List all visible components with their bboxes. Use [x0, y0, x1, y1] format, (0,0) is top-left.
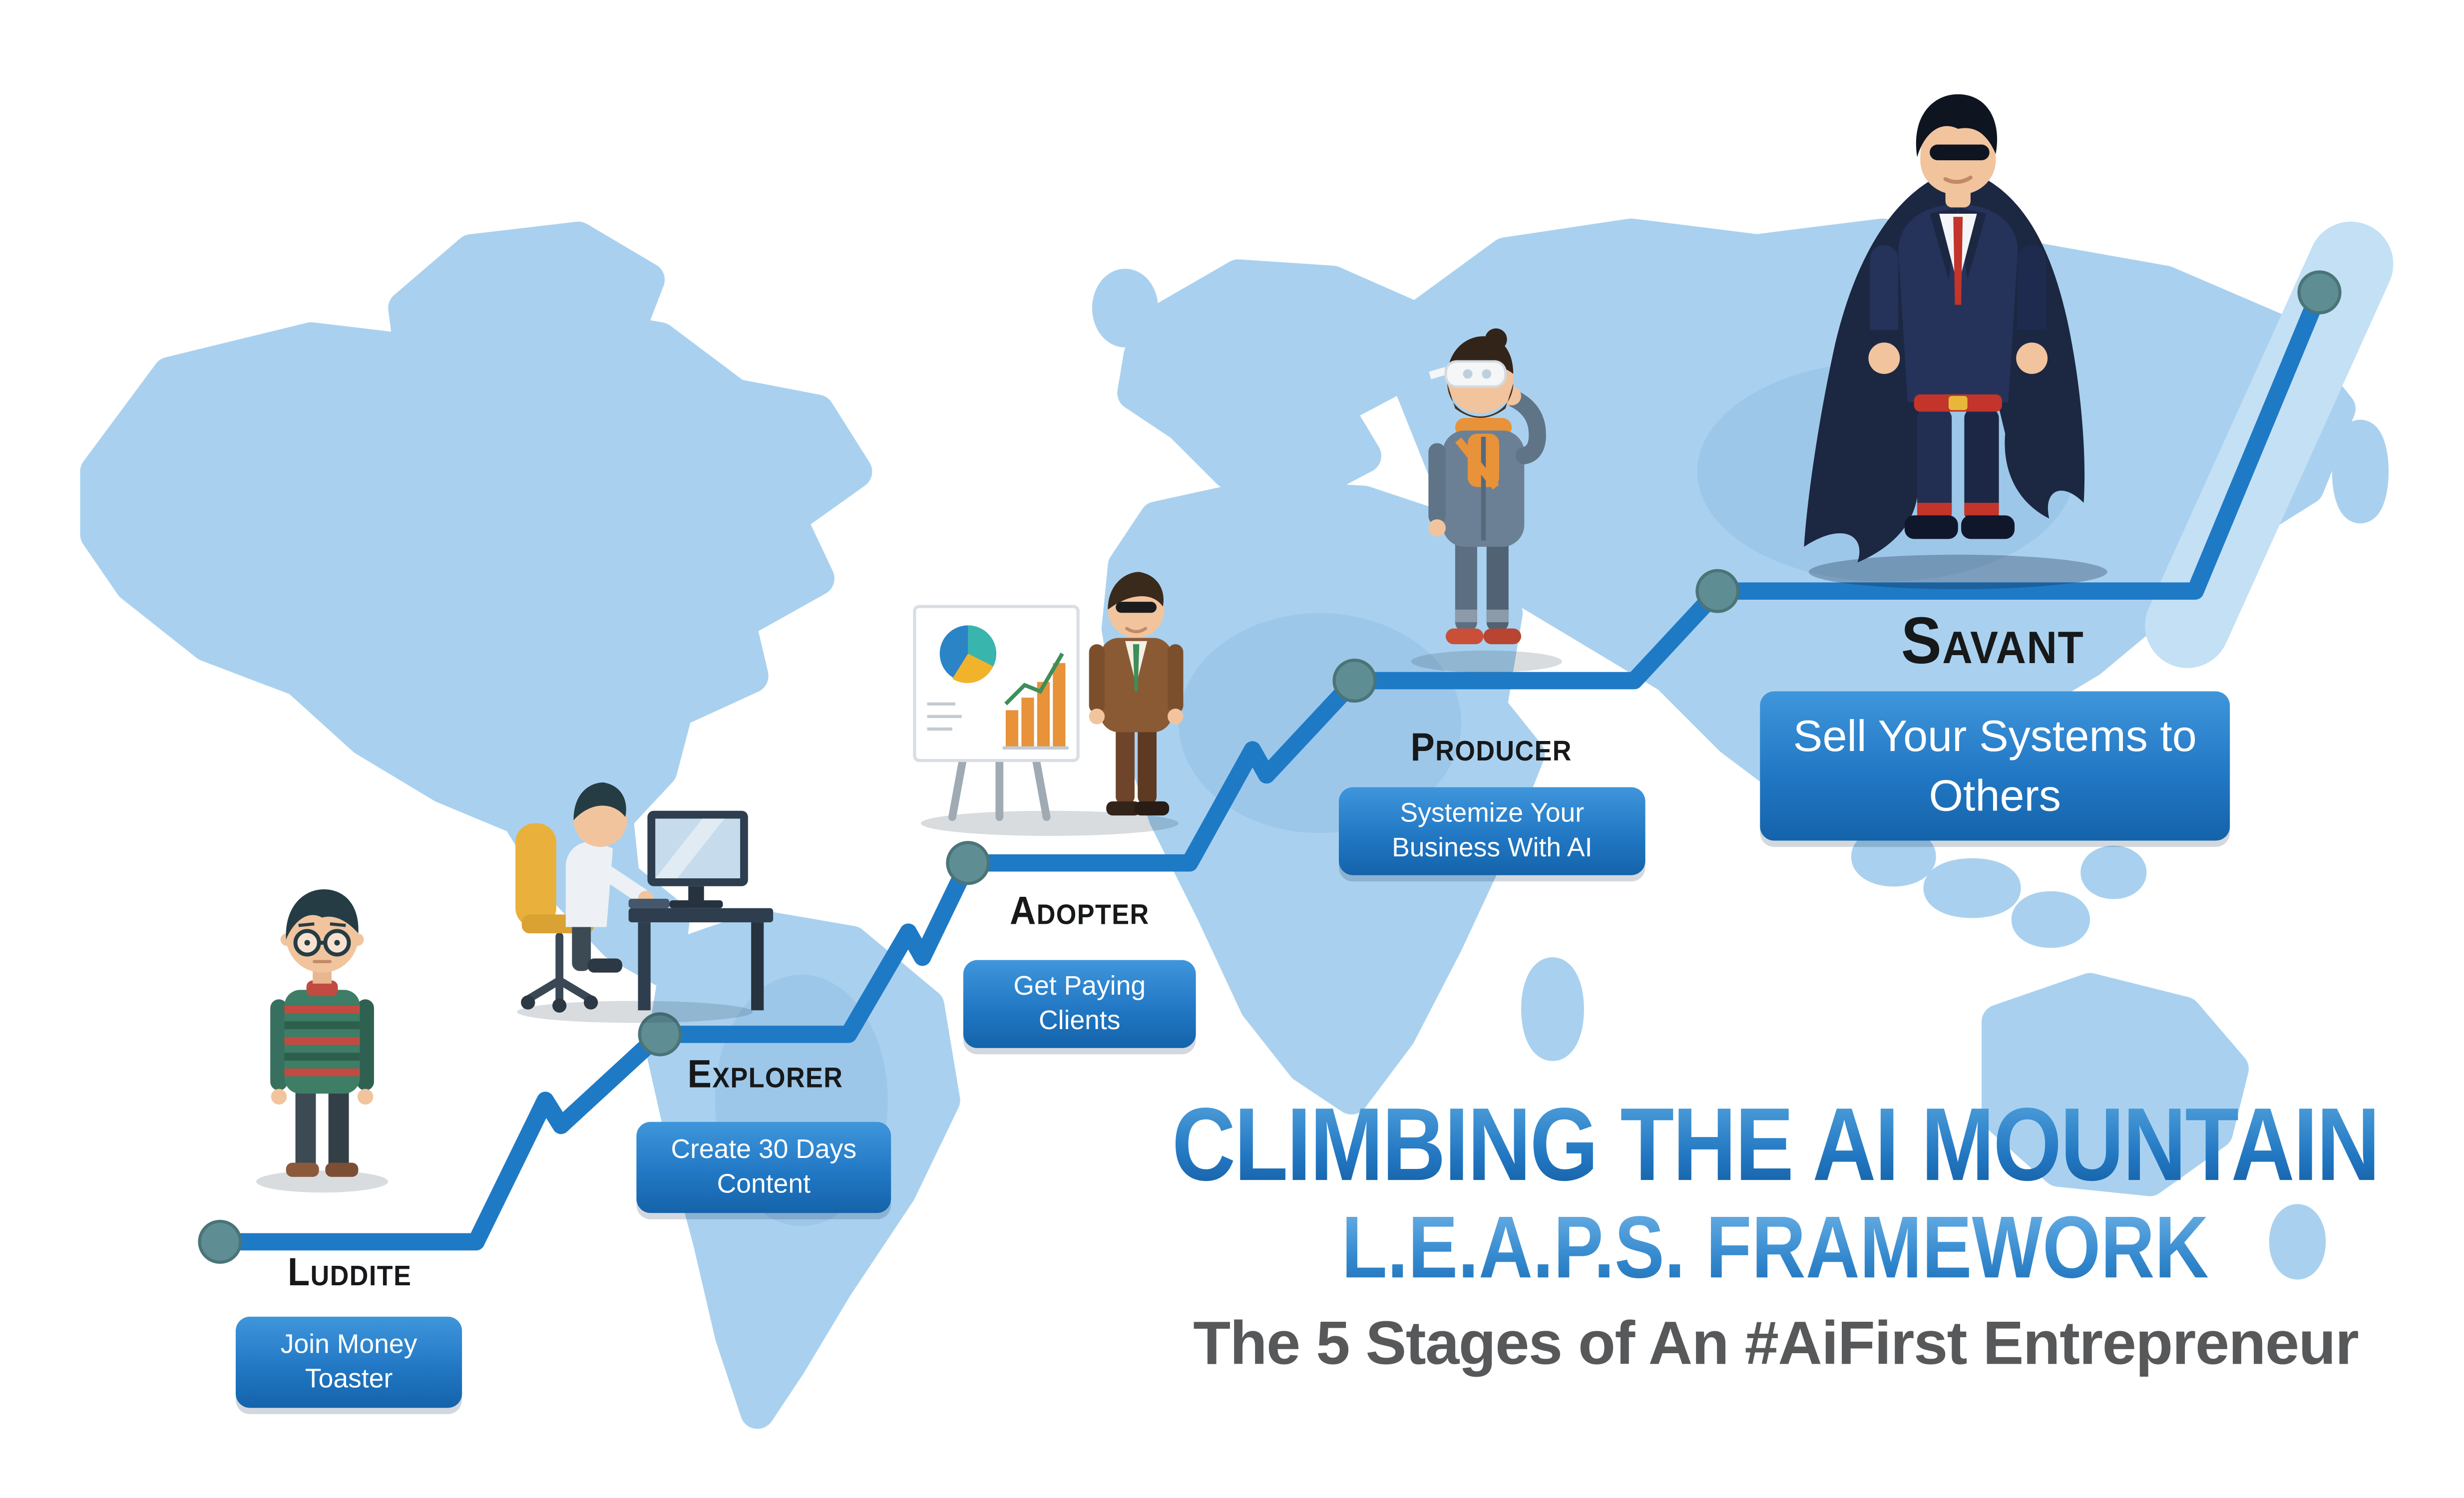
map-europe: [1117, 259, 1429, 505]
character-shadow: [256, 1170, 389, 1193]
map-island-1: [1851, 826, 1936, 887]
character-shadow: [1808, 554, 2107, 590]
vr-headset-icon: [1429, 360, 1507, 388]
hair: [573, 782, 626, 820]
bar-chart-icon: [1005, 663, 1066, 748]
map-uk: [1092, 269, 1159, 348]
hair: [286, 889, 359, 940]
character-shadow: [920, 810, 1179, 836]
stage-box-luddite: Join Money Toaster: [236, 1316, 462, 1408]
map-madagascar: [1521, 957, 1584, 1061]
line-chart-icon: [1004, 653, 1064, 706]
office-chair: [515, 823, 556, 927]
green-tie: [1133, 644, 1140, 692]
pie-chart-icon: [939, 625, 997, 683]
red-tie: [1953, 217, 1963, 305]
stage-box-savant: Sell Your Systems to Others: [1760, 691, 2230, 841]
framework-title: L.E.A.P.S. FRAMEWORK: [1342, 1197, 2209, 1297]
map-japan: [2332, 419, 2389, 524]
sunglasses-icon: [1116, 602, 1157, 613]
stage-box-explorer: Create 30 Days Content: [636, 1122, 891, 1213]
node-summit: [2297, 270, 2342, 315]
character-shadow: [1411, 650, 1562, 673]
fist: [1868, 342, 1900, 374]
map-australia: [1981, 973, 2249, 1196]
subtitle: The 5 Stages of An #AiFirst Entrepreneur: [1193, 1310, 2359, 1378]
node-adopter: [946, 841, 990, 885]
map-new-zealand: [2269, 1204, 2326, 1280]
illustration-producer: [1386, 318, 1593, 676]
node-savant: [1695, 569, 1740, 613]
node-explorer: [638, 1012, 682, 1057]
character-shadow: [517, 1001, 753, 1023]
hair: [1108, 572, 1164, 610]
map-north-america: [80, 300, 872, 989]
fist: [2016, 342, 2048, 374]
illustration-explorer: [490, 732, 781, 1024]
illustration-luddite: [236, 867, 409, 1194]
stage-label-adopter: Adopter: [1010, 889, 1150, 934]
node-luddite: [198, 1219, 242, 1264]
node-producer: [1332, 659, 1377, 703]
main-title: CLIMBING THE AI MOUNTAIN: [1172, 1086, 2380, 1202]
map-island-4: [2080, 845, 2147, 899]
map-island-2: [1923, 858, 2021, 918]
sunglasses-icon: [1930, 144, 1990, 160]
glasses-icon: [293, 929, 351, 957]
title-block: CLIMBING THE AI MOUNTAIN L.E.A.P.S. FRAM…: [1037, 1086, 2464, 1380]
computer-monitor: [647, 810, 748, 908]
stage-label-luddite: Luddite: [287, 1250, 412, 1295]
stage-label-savant: Savant: [1901, 603, 2084, 678]
desk: [628, 908, 774, 923]
stage-box-adopter: Get Paying Clients: [963, 960, 1196, 1048]
stage-label-explorer: Explorer: [687, 1053, 843, 1097]
hair: [1916, 94, 1998, 157]
keyboard: [628, 898, 670, 908]
stage-label-producer: Producer: [1410, 726, 1572, 770]
illustration-savant: [1772, 75, 2141, 594]
stage-box-producer: Systemize Your Business With AI: [1338, 787, 1645, 875]
illustration-adopter: [892, 553, 1207, 839]
map-island-3: [2011, 891, 2090, 948]
